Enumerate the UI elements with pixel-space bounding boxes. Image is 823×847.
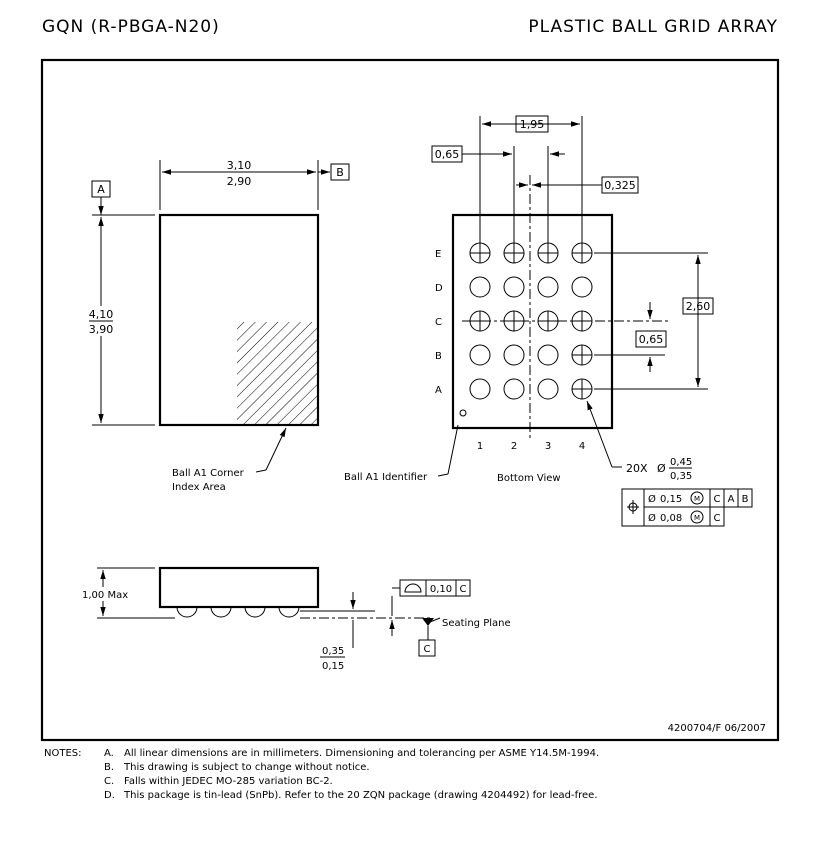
row-span-box [682,297,714,315]
crosshair-icon [572,311,592,331]
seating-plane-label: Seating Plane [442,618,511,629]
package-outline-bottom [451,213,614,430]
column-label: 3 [545,441,551,452]
height-min: 3,90 [89,323,114,336]
note-text: All linear dimensions are in millimeters… [124,748,599,759]
notes: NOTES: A. All linear dimensions are in m… [44,748,599,801]
fcf-datum: B [742,494,749,505]
crosshair-icon [504,243,524,263]
column-label: 4 [579,441,585,452]
width-max: 3,10 [227,159,252,172]
fcf-modifier: M [694,514,700,522]
corner-index-area [237,322,318,425]
pitch-span: 1,95 [520,118,545,131]
ball-A1 [469,378,491,400]
note-text: This drawing is subject to change withou… [123,762,370,773]
note-letter: C. [104,776,114,787]
fcf-modifier: M [694,495,700,503]
fcf-row2-tol: 0,08 [660,513,682,524]
row-pitch-box [635,330,667,348]
note-letter: B. [104,762,114,773]
ball-D1 [469,276,491,298]
ball-grid [469,242,593,400]
fcf-row1-tol: 0,15 [660,494,682,505]
feature-control-frame: Ø 0,15 M C A B Ø 0,08 M C [621,488,753,527]
offset: 0,325 [604,179,636,192]
note-text: Falls within JEDEC MO-285 variation BC-2… [124,776,333,787]
crosshair-icon [572,379,592,399]
note-letter: A. [104,748,114,759]
row-label: B [435,351,442,362]
row-label: E [435,249,441,260]
package-type-title: PLASTIC BALL GRID ARRAY [528,17,778,37]
fcf-datum: A [728,494,735,505]
column-label: 2 [511,441,517,452]
view-label: Bottom View [497,473,561,484]
fcf-datum: C [714,513,721,524]
height-label: 1,00 Max [82,590,128,601]
column-label: 1 [477,441,483,452]
standoff-max: 0,35 [322,646,344,657]
package-code-title: GQN (R-PBGA-N20) [42,17,220,37]
datum-a: A [97,183,105,196]
height-max: 4,10 [89,308,114,321]
crosshair-icon [572,243,592,263]
pitch: 0,65 [435,148,460,161]
flatness-value: 0,10 [430,584,452,595]
note-text: This package is tin-lead (SnPb). Refer t… [123,790,598,801]
width-min: 2,90 [227,175,252,188]
ball-D2 [503,276,525,298]
corner-label-2: Index Area [172,482,226,493]
datum-b: B [336,166,344,179]
ball-B1 [469,344,491,366]
a1-identifier-mark [459,409,467,417]
a1-identifier-label: Ball A1 Identifier [344,472,428,483]
row-label: A [435,385,442,396]
drawing-number: 4200704/F 06/2007 [668,723,766,734]
note-letter: D. [104,790,115,801]
crosshair-icon [470,311,490,331]
side-view: 1,00 Max 0,35 0,15 0,10 C C Seating Plan… [80,566,511,672]
ball-A2 [503,378,525,400]
row-span: 2,60 [686,300,711,313]
crosshair-icon [504,311,524,331]
ball-D4 [571,276,593,298]
ball-B3 [537,344,559,366]
fcf-datum: C [714,494,721,505]
svg-text:Ø: Ø [648,493,656,505]
ball-dia-max: 0,45 [670,457,692,468]
row-pitch: 0,65 [639,333,664,346]
solder-balls [176,606,300,618]
corner-label: Ball A1 Corner [172,468,245,479]
datum-c: C [424,644,431,655]
datum-b-box [330,163,350,181]
ball-A3 [537,378,559,400]
row-label: D [435,283,443,294]
package-outline-side [158,566,320,609]
svg-text:Ø: Ø [648,512,656,524]
pitch-span-box [515,115,549,133]
offset-box [601,176,639,194]
package-outline-top [158,213,320,427]
crosshair-icon [470,243,490,263]
datum-triangle [422,618,434,626]
ball-dia-min: 0,35 [670,471,692,482]
crosshair-icon [538,243,558,263]
row-label: C [435,317,442,328]
standoff-min: 0,15 [322,661,344,672]
ball-count: 20X [626,462,648,475]
pitch-box [431,145,463,163]
ball-B2 [503,344,525,366]
top-view: 3,10 2,90 B A 4,10 3,90 Ball A1 Corner I… [88,159,350,493]
ball-D3 [537,276,559,298]
crosshair-icon [572,345,592,365]
notes-label: NOTES: [44,748,82,759]
drawing-border [40,58,780,742]
flatness-datum: C [460,584,467,595]
crosshair-icon [538,311,558,331]
flatness-symbol-icon [404,583,422,593]
diameter-symbol: Ø [657,462,666,475]
